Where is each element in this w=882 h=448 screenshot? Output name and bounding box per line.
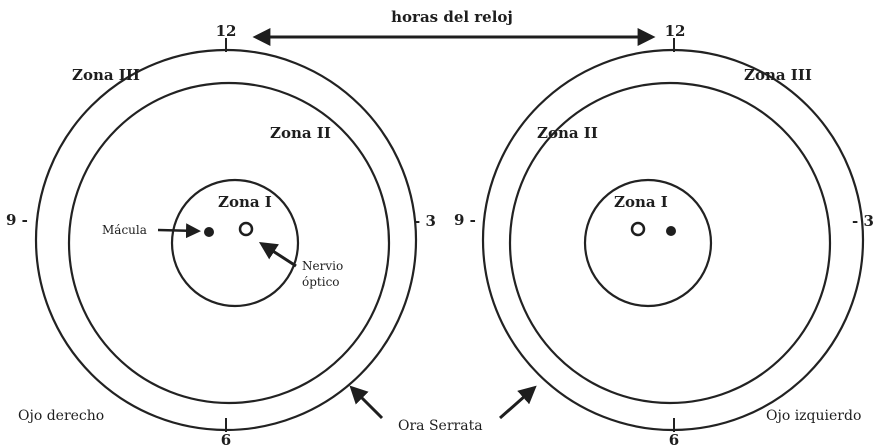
left-eye: 12 - 3 6 9 - Zona III Zona II Zona I Ojo… xyxy=(454,22,874,448)
left-eye-label: Ojo izquierdo xyxy=(766,408,861,424)
clock-hours-label: horas del reloj xyxy=(391,8,513,26)
right-eye-optic-nerve-pointer xyxy=(258,242,297,268)
left-eye-optic-nerve-disc xyxy=(630,221,646,237)
right-eye-zone-3-circle xyxy=(34,48,418,432)
left-eye-hour-12: 12 xyxy=(665,22,686,40)
right-eye-optic-nerve-disc xyxy=(238,221,254,237)
right-eye-zone-2-label: Zona II xyxy=(270,124,331,142)
right-eye-hour-6: 6 xyxy=(221,431,231,448)
left-eye-hour-6: 6 xyxy=(669,431,679,448)
left-eye-zone-1-label: Zona I xyxy=(614,193,668,211)
right-eye-ora-serrata-circle xyxy=(67,81,391,405)
right-eye-zone-1-circle xyxy=(170,178,300,308)
right-eye-hour-9: 9 - xyxy=(6,211,28,229)
right-eye-hour-3: - 3 xyxy=(414,212,436,230)
right-eye-label: Ojo derecho xyxy=(18,408,104,424)
right-eye-optic-nerve-label-2: óptico xyxy=(302,275,340,289)
left-eye-zone-1-circle xyxy=(583,178,713,308)
ora-serrata-pointer-right-eye xyxy=(349,385,384,420)
left-eye-zone-3-circle xyxy=(481,48,865,432)
right-eye-optic-nerve-label-1: Nervio xyxy=(302,259,343,273)
left-eye-ora-serrata-circle xyxy=(508,81,832,405)
right-eye-macula-label: Mácula xyxy=(102,223,147,237)
right-eye-zone-3-label: Zona III xyxy=(72,66,140,84)
right-eye-zone-1-label: Zona I xyxy=(218,193,272,211)
right-eye: 12 - 3 6 9 - Zona III Zona II Zona I Mác… xyxy=(6,22,436,448)
left-eye-zone-3-label: Zona III xyxy=(744,66,812,84)
right-eye-hour-12: 12 xyxy=(216,22,237,40)
left-eye-hour-3: - 3 xyxy=(852,212,874,230)
ora-serrata-label: Ora Serrata xyxy=(398,418,483,434)
left-eye-hour-9: 9 - xyxy=(454,211,476,229)
right-eye-macula-dot xyxy=(204,227,214,237)
right-eye-macula-pointer xyxy=(157,223,201,239)
left-eye-macula-dot xyxy=(666,226,676,236)
left-eye-zone-2-label: Zona II xyxy=(537,124,598,142)
ora-serrata-pointer-left-eye xyxy=(499,385,537,420)
